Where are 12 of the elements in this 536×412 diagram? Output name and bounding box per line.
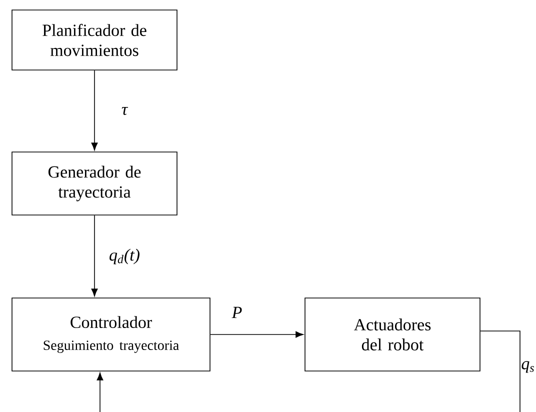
process-box: Planificador de movimientos: [12, 10, 178, 70]
edge-label: τ: [122, 107, 128, 115]
process-box: Generador de trayectoria: [12, 152, 178, 216]
edge-label: P: [232, 306, 242, 318]
process-box: Controlador Seguimiento trayectoria: [12, 298, 210, 372]
arrow: [210, 331, 304, 338]
arrow: [91, 215, 98, 296]
process-box: Actuadores del robot: [304, 298, 480, 372]
edge-label: q$_{s}$: [522, 361, 534, 373]
edge-label: q$_{d}$(t): [110, 248, 140, 264]
arrow: [91, 70, 98, 150]
arrow: [96, 372, 104, 412]
